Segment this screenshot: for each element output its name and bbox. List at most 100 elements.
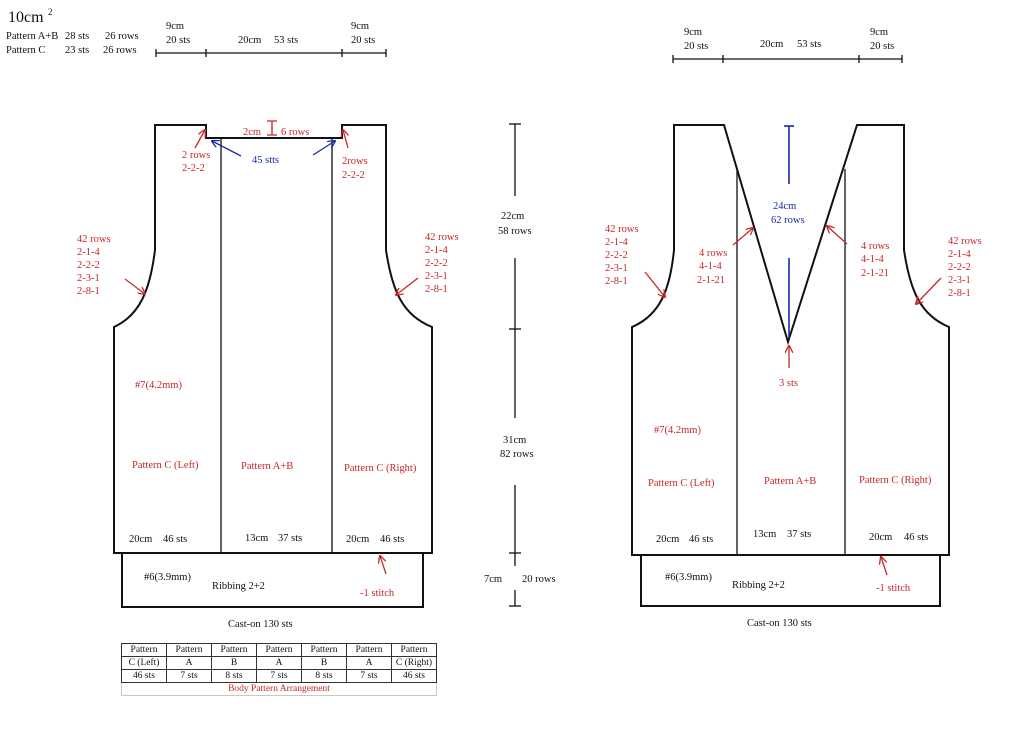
front-armhole-right-step2: 2-2-2 — [948, 262, 971, 273]
table-row: 46 sts 7 sts 8 sts 7 sts 8 sts 7 sts 46 … — [121, 669, 437, 683]
back-armhole-left-step2: 2-2-2 — [77, 260, 100, 271]
front-vneck-depth: 24cm — [773, 201, 796, 212]
front-armhole-left-step1: 2-1-4 — [605, 237, 628, 248]
front-vneck-right-step2: 2-1-21 — [861, 268, 889, 279]
front-top-measure: 9cm 20 sts 20cm 53 sts 9cm 20 sts — [672, 27, 903, 63]
back-neck-depth: 2cm — [243, 127, 261, 138]
height-upper-rows: 58 rows — [498, 226, 532, 237]
front-width-left-sts: 46 sts — [689, 534, 713, 545]
table-cell: 8 sts — [211, 669, 257, 683]
back-needle-body: #7(4.2mm) — [135, 380, 182, 391]
back-width-center-sts: 37 sts — [278, 533, 302, 544]
front-armhole-left-step4: 2-8-1 — [605, 276, 628, 287]
table-row: C (Left) A B A B A C (Right) — [121, 656, 437, 670]
front-width-right-cm: 20cm — [869, 532, 892, 543]
gauge-pattern-ab-sts: 28 sts — [65, 31, 89, 42]
front-armhole-left-step3: 2-3-1 — [605, 263, 628, 274]
height-ribbing-rows: 20 rows — [522, 574, 556, 585]
front-armhole-left-rows: 42 rows — [605, 224, 639, 235]
back-panel-center: Pattern A+B — [241, 461, 293, 472]
height-middle-rows: 82 rows — [500, 449, 534, 460]
front-top-center-sts: 53 sts — [797, 39, 821, 50]
front-top-left-cm: 9cm — [684, 27, 702, 38]
table-cell: Pattern — [346, 643, 392, 657]
back-shoulder-right: 2rows 2-2-2 — [342, 130, 368, 181]
front-armhole-right-step1: 2-1-4 — [948, 249, 971, 260]
back-shoulder-right-rows: 2rows — [342, 156, 368, 167]
front-vneck-annotation: 24cm 62 rows 3 sts — [771, 125, 805, 389]
table-cell: B — [211, 656, 257, 670]
back-top-left-sts: 20 sts — [166, 35, 190, 46]
table-cell: 46 sts — [391, 669, 437, 683]
table-cell: Pattern — [121, 643, 167, 657]
back-body-outline — [113, 124, 433, 554]
table-cell: B — [301, 656, 347, 670]
front-top-left-sts: 20 sts — [684, 41, 708, 52]
back-armhole-left-rows: 42 rows — [77, 234, 111, 245]
table-caption: Body Pattern Arrangement — [121, 682, 437, 696]
back-top-right-sts: 20 sts — [351, 35, 375, 46]
front-vneck-right: 4 rows 4-1-4 2-1-21 — [827, 226, 889, 279]
back-ribbing-label: Ribbing 2+2 — [212, 581, 265, 592]
back-shoulder-right-seq: 2-2-2 — [342, 170, 365, 181]
front-top-right-cm: 9cm — [870, 27, 888, 38]
front-top-right-sts: 20 sts — [870, 41, 894, 52]
front-vneck-rows: 62 rows — [771, 215, 805, 226]
back-armhole-right: 42 rows 2-1-4 2-2-2 2-3-1 2-8-1 — [396, 232, 459, 295]
back-ribbing — [121, 552, 424, 608]
gauge-pattern-ab-rows: 26 rows — [105, 31, 139, 42]
gauge-pattern-ab: Pattern A+B — [6, 31, 58, 42]
table-cell: A — [346, 656, 392, 670]
back-cast-on: Cast-on 130 sts — [228, 619, 293, 630]
front-armhole-right-step3: 2-3-1 — [948, 275, 971, 286]
gauge-block: 10cm 2 Pattern A+B 28 sts 26 rows Patter… — [6, 7, 139, 56]
table-cell: A — [256, 656, 302, 670]
front-top-center-cm: 20cm — [760, 39, 783, 50]
table-cell: C (Left) — [121, 656, 167, 670]
front-vneck-left-step1: 4-1-4 — [699, 261, 722, 272]
back-top-center-cm: 20cm — [238, 35, 261, 46]
front-panel-right: Pattern C (Right) — [859, 475, 932, 486]
table-cell: 7 sts — [256, 669, 302, 683]
front-ribbing — [640, 554, 941, 607]
back-width-left-cm: 20cm — [129, 534, 152, 545]
back-armhole-right-step1: 2-1-4 — [425, 245, 448, 256]
table-cell: A — [166, 656, 212, 670]
back-width-left-sts: 46 sts — [163, 534, 187, 545]
front-armhole-right: 42 rows 2-1-4 2-2-2 2-3-1 2-8-1 — [916, 236, 982, 304]
back-armhole-right-step2: 2-2-2 — [425, 258, 448, 269]
front-needle-body: #7(4.2mm) — [654, 425, 701, 436]
front-width-left-cm: 20cm — [656, 534, 679, 545]
back-armhole-left-step3: 2-3-1 — [77, 273, 100, 284]
table-cell: Pattern — [166, 643, 212, 657]
back-shoulder-left: 2 rows 2-2-2 — [182, 130, 210, 174]
front-vneck-left: 4 rows 4-1-4 2-1-21 — [697, 228, 753, 286]
back-width-center-cm: 13cm — [245, 533, 268, 544]
table-cell: 46 sts — [121, 669, 167, 683]
gauge-title-superscript: 2 — [48, 7, 53, 17]
front-needle-rib: #6(3.9mm) — [665, 572, 712, 583]
back-top-right-cm: 9cm — [351, 21, 369, 32]
back-panel-right: Pattern C (Right) — [344, 463, 417, 474]
front-armhole-left: 42 rows 2-1-4 2-2-2 2-3-1 2-8-1 — [605, 224, 665, 297]
front-vneck-right-rows: 4 rows — [861, 241, 889, 252]
front-panel-center: Pattern A+B — [764, 476, 816, 487]
height-middle-cm: 31cm — [503, 435, 526, 446]
back-armhole-right-rows: 42 rows — [425, 232, 459, 243]
back-panel-left: Pattern C (Left) — [132, 460, 199, 471]
back-decrease: -1 stitch — [360, 588, 395, 599]
back-armhole-right-step3: 2-3-1 — [425, 271, 448, 282]
back-shoulder-left-seq: 2-2-2 — [182, 163, 205, 174]
back-neck-rows: 6 rows — [281, 127, 309, 138]
gauge-pattern-c: Pattern C — [6, 45, 45, 56]
back-top-left-cm: 9cm — [166, 21, 184, 32]
gauge-title: 10cm — [8, 9, 44, 26]
front-vneck-bottom: 3 sts — [779, 378, 798, 389]
front-armhole-right-rows: 42 rows — [948, 236, 982, 247]
front-vneck-left-rows: 4 rows — [699, 248, 727, 259]
table-cell: Pattern — [211, 643, 257, 657]
table-cell: 7 sts — [166, 669, 212, 683]
gauge-pattern-c-sts: 23 sts — [65, 45, 89, 56]
table-cell: Pattern — [301, 643, 347, 657]
